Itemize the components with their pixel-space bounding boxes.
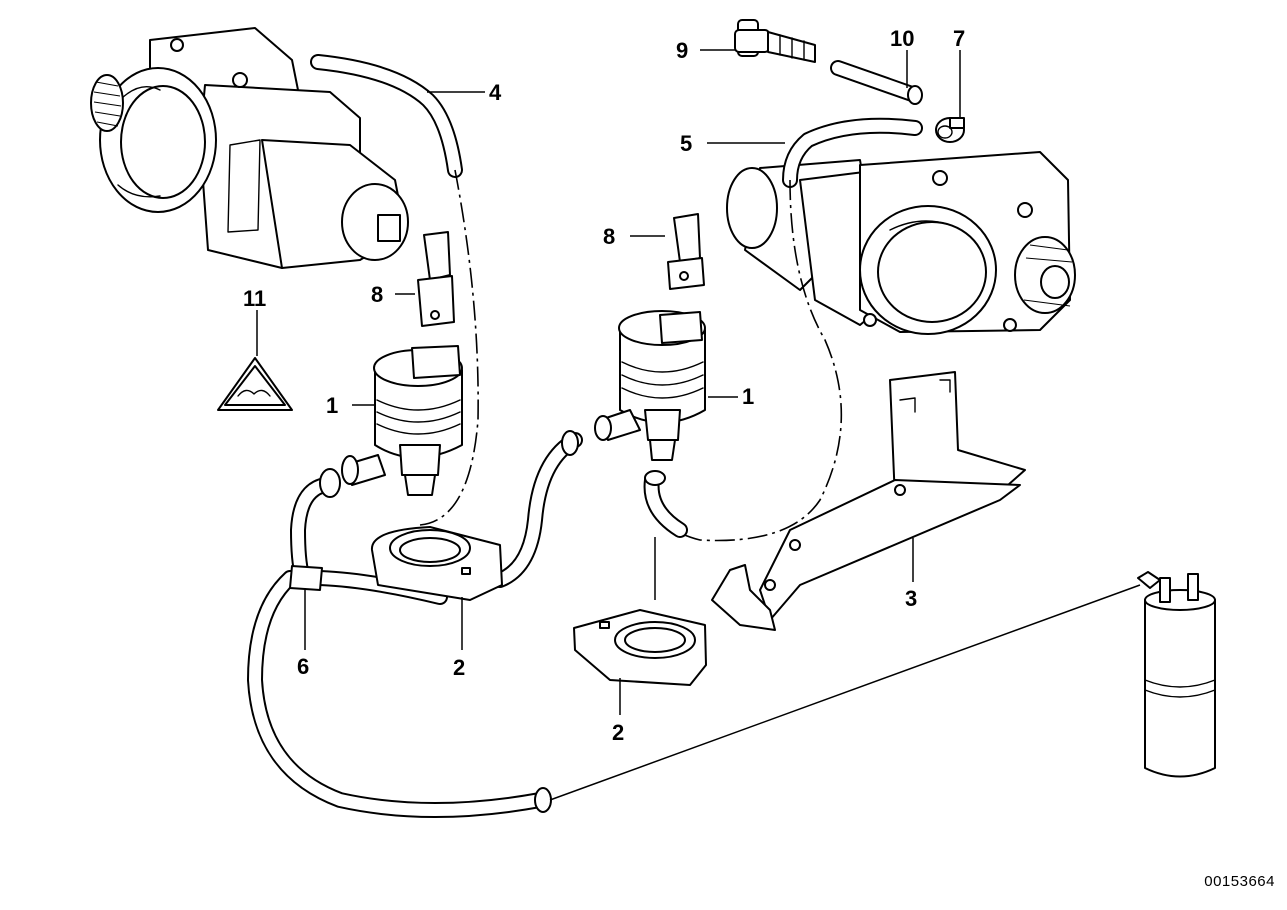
callout-11: 11 bbox=[243, 286, 267, 311]
diagram-reference-number: 00153664 bbox=[1204, 873, 1275, 890]
callout-10: 10 bbox=[890, 26, 915, 51]
throttle-body-left bbox=[90, 27, 409, 269]
callout-2-lower: 2 bbox=[612, 720, 625, 745]
bracket-3 bbox=[711, 371, 1026, 631]
t-connector-9 bbox=[734, 19, 816, 63]
callout-5: 5 bbox=[680, 131, 693, 156]
hose-piece-10 bbox=[830, 60, 923, 105]
washer-pump-right bbox=[594, 310, 706, 461]
callout-2-upper: 2 bbox=[453, 655, 466, 680]
grommet-2-lower bbox=[573, 609, 707, 686]
callout-8-right: 8 bbox=[603, 224, 616, 249]
callout-9: 9 bbox=[676, 38, 689, 63]
hose-network bbox=[247, 430, 688, 818]
callout-8-left: 8 bbox=[371, 282, 384, 307]
grommet-2-upper bbox=[370, 526, 503, 601]
hose-route-5 bbox=[649, 179, 843, 542]
hose-route-4 bbox=[419, 169, 479, 526]
callout-4: 4 bbox=[489, 80, 502, 105]
warning-triangle-icon bbox=[217, 357, 293, 411]
washer-pump-left bbox=[341, 345, 463, 496]
callout-1-right: 1 bbox=[742, 384, 755, 409]
throttle-body-right bbox=[726, 151, 1076, 335]
callout-3: 3 bbox=[905, 586, 918, 611]
leader-lines bbox=[256, 49, 961, 715]
connector-8-left bbox=[417, 231, 455, 327]
hose-clamp-7 bbox=[935, 117, 965, 143]
callout-1-left: 1 bbox=[326, 393, 339, 418]
reservoir-canister bbox=[1137, 571, 1216, 778]
callout-6: 6 bbox=[297, 654, 310, 679]
callout-7: 7 bbox=[953, 26, 966, 51]
connector-8-right bbox=[667, 213, 705, 290]
